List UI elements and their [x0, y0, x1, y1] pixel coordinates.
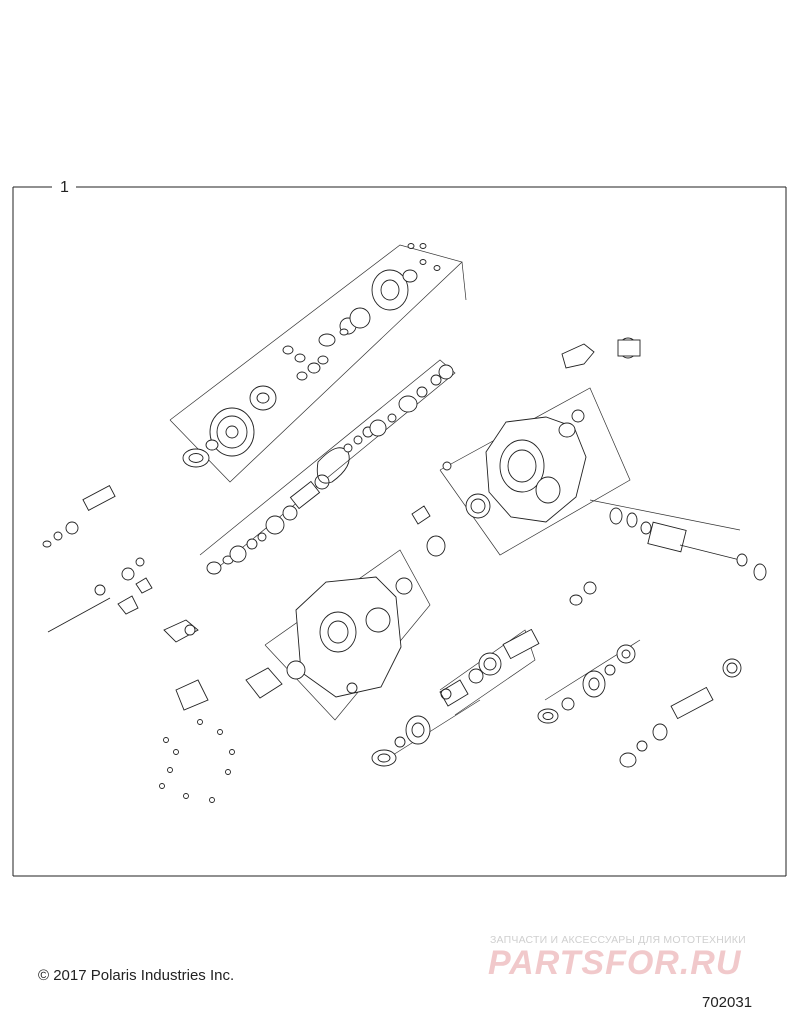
lower-bracket-bolts — [159, 619, 283, 803]
copyright-notice: © 2017 Polaris Industries Inc. — [38, 967, 235, 984]
shift-forks — [42, 485, 431, 633]
lower-gear-stack — [371, 628, 540, 767]
lower-right-gear-stack — [537, 581, 742, 768]
middle-gear-shaft — [206, 364, 454, 575]
diagram-number: 702031 — [702, 994, 753, 1011]
watermark-tagline: ЗАПЧАСТИ И АКСЕССУАРЫ ДЛЯ МОТОТЕХНИКИ — [490, 934, 746, 946]
diagram-frame — [12, 186, 787, 877]
upper-gear-shaft — [182, 243, 441, 468]
watermark-logo: PARTSFOR.RU — [488, 944, 742, 982]
output-shaft — [609, 507, 767, 581]
right-housing — [442, 337, 641, 523]
main-case — [286, 535, 446, 698]
callout-number: 1 — [60, 179, 69, 196]
